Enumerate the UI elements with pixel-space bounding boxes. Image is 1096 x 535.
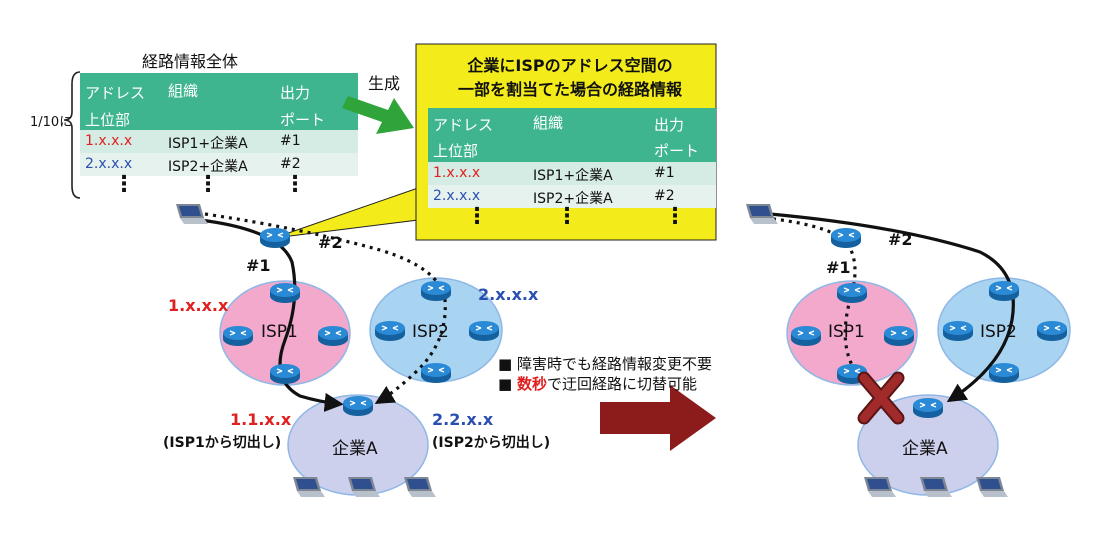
scale-note: 1/10に (30, 115, 73, 130)
source-laptop-icon (176, 204, 208, 224)
right-edge-router-icon (830, 227, 862, 249)
failure-cross-icon (857, 371, 905, 425)
left-ellipsis-org: ⋮ (197, 172, 219, 197)
right-path-1-label: #1 (826, 258, 851, 277)
left-table-row2-bg (80, 153, 358, 176)
isp2-router-icon (468, 320, 500, 342)
isp2-router-icon (420, 362, 452, 384)
isp1-router-icon (269, 282, 301, 304)
right-isp1-router-icon (836, 282, 868, 304)
left-table-header-bg (80, 73, 358, 130)
right-company-a-label: 企業A (902, 439, 948, 459)
company-router-icon (342, 395, 374, 417)
company-address-1-note: (ISP1から切出し) (163, 435, 282, 451)
right-isp2-router-icon (1036, 320, 1068, 342)
left-header-port: 出力 ポート (280, 84, 326, 129)
callout-row1-prefix: 1.x.x.x (433, 165, 481, 181)
isp2-router-icon (374, 320, 406, 342)
right-path-2-line (769, 212, 1015, 403)
left-row1-org: ISP1+企業A (168, 136, 248, 152)
right-isp1-router-icon (790, 325, 822, 347)
right-isp1-cloud (786, 280, 918, 386)
left-row2-port: #2 (280, 156, 301, 172)
callout-title-line1: 企業にISPのアドレス空間の (467, 56, 673, 75)
benefit-2-highlight: 数秒 (516, 375, 547, 393)
callout-row1-org: ISP1+企業A (533, 168, 613, 184)
company-address-1: 1.1.x.x (230, 410, 292, 429)
company-laptop-icon (404, 477, 436, 497)
left-header-org: 組織 (168, 82, 199, 100)
isp1-label: ISP1 (261, 322, 298, 342)
benefit-line-2: ■ 数秒で迂回経路に切替可能 (498, 373, 697, 394)
left-row2-org: ISP2+企業A (168, 159, 248, 175)
callout-table-row2-bg (428, 185, 716, 208)
right-isp2-router-icon (988, 280, 1020, 302)
isp1-router-icon (269, 363, 301, 385)
company-address-2-note: (ISP2から切出し) (432, 435, 551, 451)
callout-header-org: 組織 (533, 114, 564, 132)
right-isp2-label: ISP2 (980, 322, 1017, 342)
right-company-laptop-icon (976, 477, 1008, 497)
left-ellipsis-prefix: ⋮ (113, 172, 135, 197)
transition-arrow (600, 385, 716, 451)
callout-ellipsis-port: ⋮ (664, 204, 686, 229)
isp2-router-icon (420, 280, 452, 302)
callout-table-header-bg (428, 108, 716, 162)
left-ellipsis-port: ⋮ (284, 172, 306, 197)
generate-arrow (342, 96, 414, 134)
edge-router-icon (259, 227, 291, 249)
right-isp1-router-icon (883, 325, 915, 347)
left-table-row1-bg (80, 130, 358, 153)
right-path-2-label: #2 (888, 230, 913, 249)
callout-row1-port: #1 (654, 165, 675, 181)
benefit-line-1: ■ 障害時でも経路情報変更不要 (498, 353, 712, 374)
bullet-icon: ■ (498, 355, 513, 373)
left-brace (63, 71, 81, 199)
right-company-router-icon (912, 397, 944, 419)
callout-title-line2: 一部を割当てた場合の経路情報 (457, 80, 682, 99)
benefit-1-text: 障害時でも経路情報変更不要 (516, 355, 712, 373)
right-isp2-router-icon (988, 362, 1020, 384)
callout-header-port: 出力 ポート (654, 116, 700, 160)
left-table-caption: 経路情報全体 (142, 52, 239, 71)
company-address-2: 2.2.x.x (432, 410, 494, 429)
right-isp1-label: ISP1 (828, 322, 865, 342)
company-a-label: 企業A (332, 439, 378, 459)
isp1-address: 1.x.x.x (168, 296, 229, 315)
left-header-prefix: アドレス 上位部 (85, 84, 146, 129)
left-row1-prefix: 1.x.x.x (85, 133, 133, 149)
generate-label: 生成 (368, 74, 401, 93)
path-1-label: #1 (246, 256, 271, 275)
left-row1-port: #1 (280, 133, 301, 149)
isp1-router-icon (317, 325, 349, 347)
callout-header-prefix: アドレス 上位部 (433, 116, 494, 160)
benefit-2-text: で迂回経路に切替可能 (546, 375, 697, 393)
left-row2-prefix: 2.x.x.x (85, 156, 133, 172)
callout-row2-prefix: 2.x.x.x (433, 188, 481, 204)
bullet-icon: ■ (498, 375, 513, 393)
callout-row2-org: ISP2+企業A (533, 191, 613, 207)
isp1-router-icon (222, 325, 254, 347)
path-2-label: #2 (318, 233, 343, 252)
callout-row2-port: #2 (654, 188, 675, 204)
isp2-address: 2.x.x.x (478, 285, 539, 304)
callout-ellipsis-prefix: ⋮ (466, 204, 488, 229)
callout-ellipsis-org: ⋮ (556, 204, 578, 229)
callout-table-row1-bg (428, 162, 716, 185)
isp2-label: ISP2 (412, 322, 449, 342)
right-isp2-router-icon (942, 320, 974, 342)
